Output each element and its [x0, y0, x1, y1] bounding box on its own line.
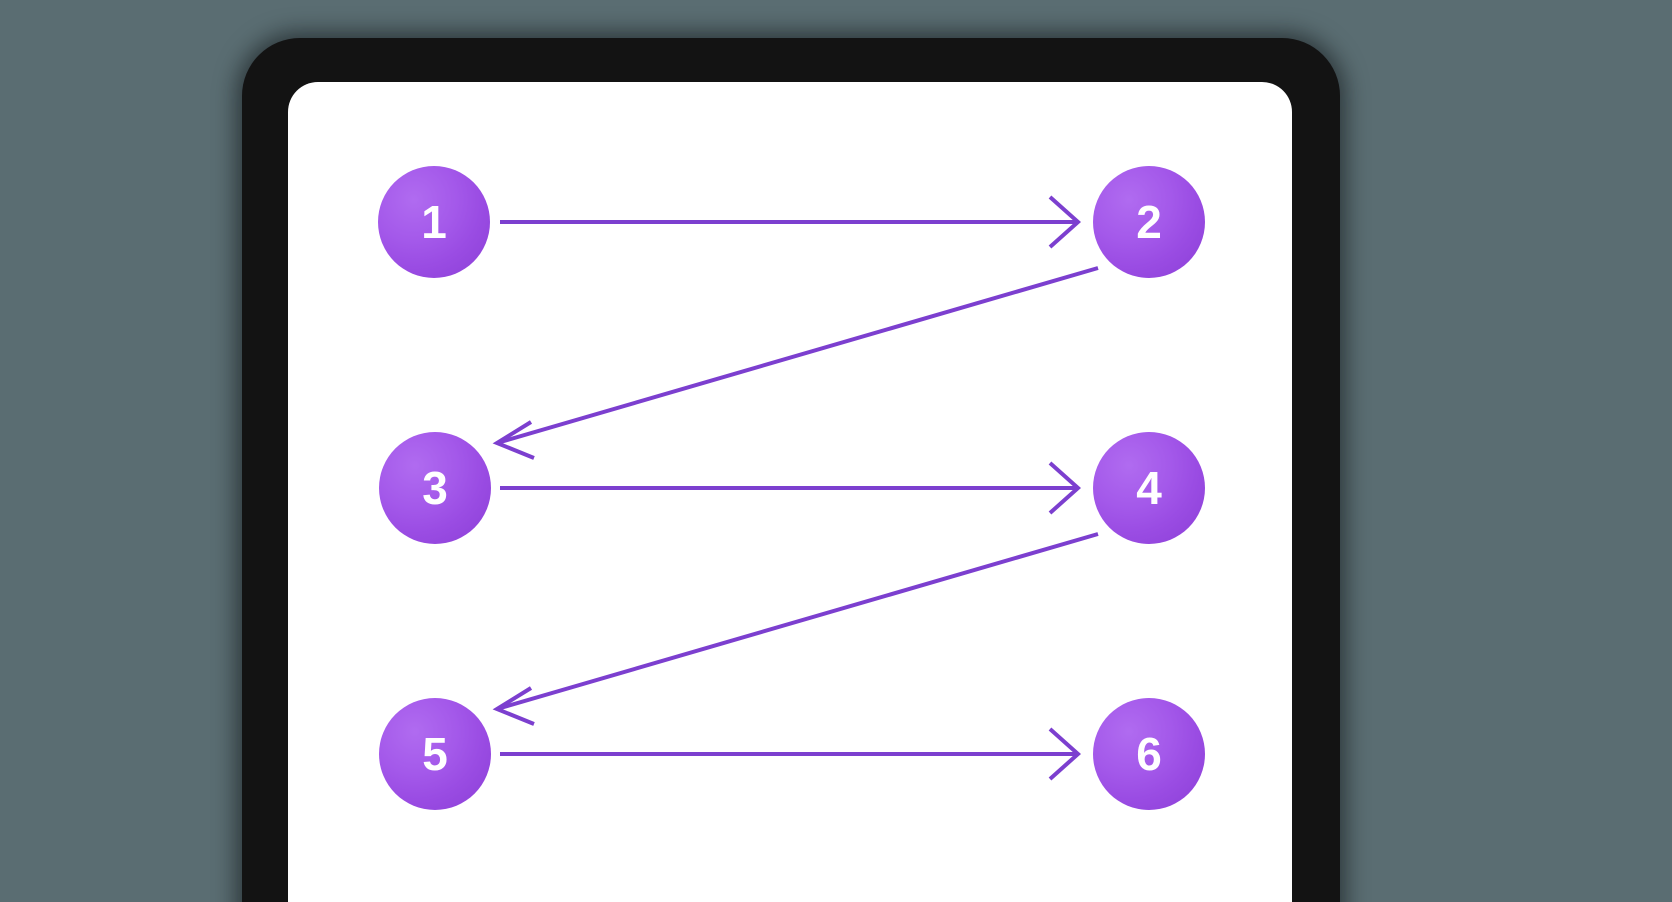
- graph-node-3[interactable]: 3: [379, 432, 491, 544]
- node-label: 2: [1136, 196, 1162, 248]
- graph-node-2[interactable]: 2: [1093, 166, 1205, 278]
- node-label: 3: [422, 462, 448, 514]
- node-label: 5: [422, 728, 448, 780]
- node-label: 6: [1136, 728, 1162, 780]
- graph-node-5[interactable]: 5: [379, 698, 491, 810]
- node-label: 4: [1136, 462, 1162, 514]
- graph-node-1[interactable]: 1: [378, 166, 490, 278]
- graph-node-6[interactable]: 6: [1093, 698, 1205, 810]
- graph-node-4[interactable]: 4: [1093, 432, 1205, 544]
- node-label: 1: [421, 196, 447, 248]
